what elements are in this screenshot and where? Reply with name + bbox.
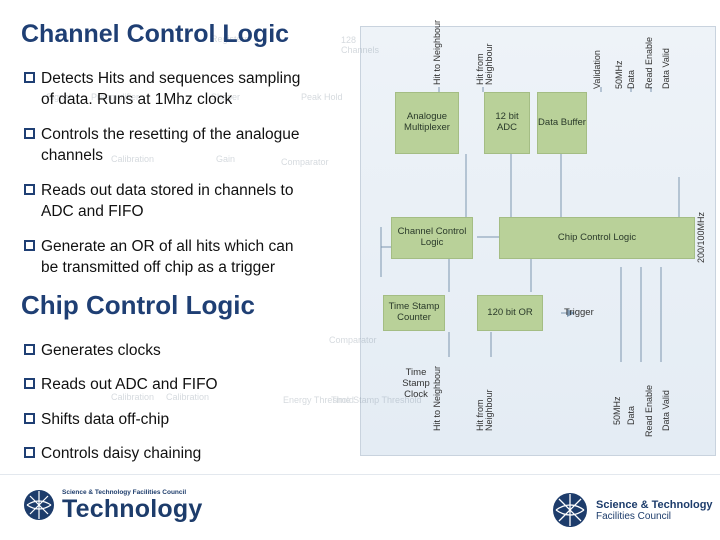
block-data-buffer: Data Buffer: [537, 92, 587, 154]
bullet-item: Controls the resetting of the analogue ch…: [24, 124, 300, 166]
bg-label-peak-hold: Peak Hold: [301, 92, 343, 102]
label-data-top: Data: [626, 69, 636, 89]
label-time-stamp-clock: Time Stamp Clock: [402, 367, 430, 400]
bg-label-preamplifier: Preamplifier: [91, 92, 140, 102]
block-12bit-adc: 12 bit ADC: [484, 92, 530, 154]
bg-label-channels: 128 Channels: [341, 35, 380, 55]
bg-label-timestamp-threshold: Time Stamp Threshold: [331, 395, 422, 405]
checkbox-bullet-icon: [24, 413, 35, 424]
label-read-enable-top: Read Enable: [644, 36, 654, 89]
bullet-text-line1: Controls the resetting of the analogue: [41, 126, 300, 143]
bg-label-comparator: Comparator: [281, 157, 329, 167]
bullet-text-line2: channels: [41, 147, 104, 164]
checkbox-bullet-icon: [24, 240, 35, 251]
checkbox-bullet-icon: [24, 344, 35, 355]
bg-label-gain: Gain: [216, 154, 236, 164]
logo-small-text: Science & Technology Facilities Council: [62, 488, 187, 496]
label-trigger: Trigger: [564, 307, 594, 318]
bg-label-calibration: Calibration: [111, 154, 155, 164]
stfc-logo: Science & Technology Facilities Council: [550, 490, 713, 530]
bullet-text: Generates clocks: [41, 342, 161, 359]
checkbox-bullet-icon: [24, 184, 35, 195]
bullet-text-line1: Generate an OR of all hits which can: [41, 238, 294, 255]
label-data-bottom: Data: [626, 405, 636, 425]
block-chip-control-logic: Chip Control Logic: [499, 217, 695, 259]
bullet-item: Shifts data off-chip: [24, 409, 169, 430]
footer-divider: [0, 474, 720, 475]
block-120bit-or: 120 bit OR: [477, 295, 543, 331]
label-data-valid-top: Data Valid: [661, 48, 671, 89]
block-analogue-multiplexer: Analogue Multiplexer: [395, 92, 459, 154]
bullet-text: Shifts data off-chip: [41, 411, 170, 428]
bullet-text-line2: be transmitted off chip as a trigger: [41, 259, 276, 276]
bullet-text-line2: ADC and FIFO: [41, 203, 144, 220]
bullet-item: Generate an OR of all hits which can be t…: [24, 236, 293, 278]
block-time-stamp-counter: Time Stamp Counter: [383, 295, 445, 331]
faded-schematic: Registers 128 Channels Signal Preamplifi…: [46, 34, 720, 427]
bullet-item: Reads out data stored in channels to ADC …: [24, 180, 293, 222]
logo-big-text: Technology: [62, 494, 203, 523]
bg-label-registers: Registers: [211, 34, 250, 44]
slide-title: Channel Control Logic: [21, 20, 290, 48]
logo-right-line2: Facilities Council: [596, 510, 672, 522]
diagram-wiring: [380, 87, 680, 362]
bullet-text: Controls daisy chaining: [41, 445, 202, 462]
bullet-text: Reads out ADC and FIFO: [41, 376, 218, 393]
section-title: Chip Control Logic: [21, 290, 255, 320]
label-hit-from-neighbour-top: Hit from Neighbour: [475, 43, 495, 85]
stfc-globe-icon: [24, 490, 54, 520]
label-data-valid-bottom: Data Valid: [661, 390, 671, 431]
bullet-item: Generates clocks: [24, 340, 161, 361]
label-hit-to-neighbour-bottom: Hit to Neighbour: [432, 365, 442, 431]
checkbox-bullet-icon: [24, 378, 35, 389]
stfc-technology-logo: Science & Technology Facilities Council …: [22, 488, 202, 522]
label-50mhz-top: 50MHz: [614, 60, 624, 89]
checkbox-bullet-icon: [24, 128, 35, 139]
bullet-item: Controls daisy chaining: [24, 443, 201, 464]
checkbox-bullet-icon: [24, 447, 35, 458]
checkbox-bullet-icon: [24, 72, 35, 83]
label-hit-to-neighbour-top: Hit to Neighbour: [432, 19, 442, 85]
bullet-item: Detects Hits and sequences sampling of da…: [24, 68, 300, 110]
label-read-enable-bottom: Read Enable: [644, 384, 654, 437]
bullet-text-line2: of data. Runs at 1Mhz clock: [41, 91, 233, 108]
bg-label-energy-threshold: Energy Threshold: [283, 395, 354, 405]
block-diagram: Registers 128 Channels Signal Preamplifi…: [46, 20, 716, 456]
bg-label-calibration2: Calibration: [111, 392, 155, 402]
bg-label-signal: Signal: [46, 92, 72, 102]
label-hit-from-neighbour-bottom: Hit from Neighbour: [475, 389, 495, 431]
label-validation: Validation: [592, 50, 602, 89]
bullet-item: Reads out ADC and FIFO: [24, 374, 218, 395]
bg-label-calibration3: Calibration: [166, 392, 210, 402]
bullet-text-line1: Reads out data stored in channels to: [41, 182, 294, 199]
logo-right-line1: Science & Technology: [596, 498, 713, 511]
bullet-text-line1: Detects Hits and sequences sampling: [41, 70, 301, 87]
block-channel-control-logic: Channel Control Logic: [391, 217, 473, 259]
label-200-100mhz: 200/100MHz: [696, 211, 706, 263]
bg-label-comparator2: Comparator: [329, 335, 377, 345]
label-50mhz-bottom: 50MHz: [612, 396, 622, 425]
stfc-globe-icon: [553, 493, 587, 527]
bg-label-shaper: Shaper: [211, 92, 241, 102]
